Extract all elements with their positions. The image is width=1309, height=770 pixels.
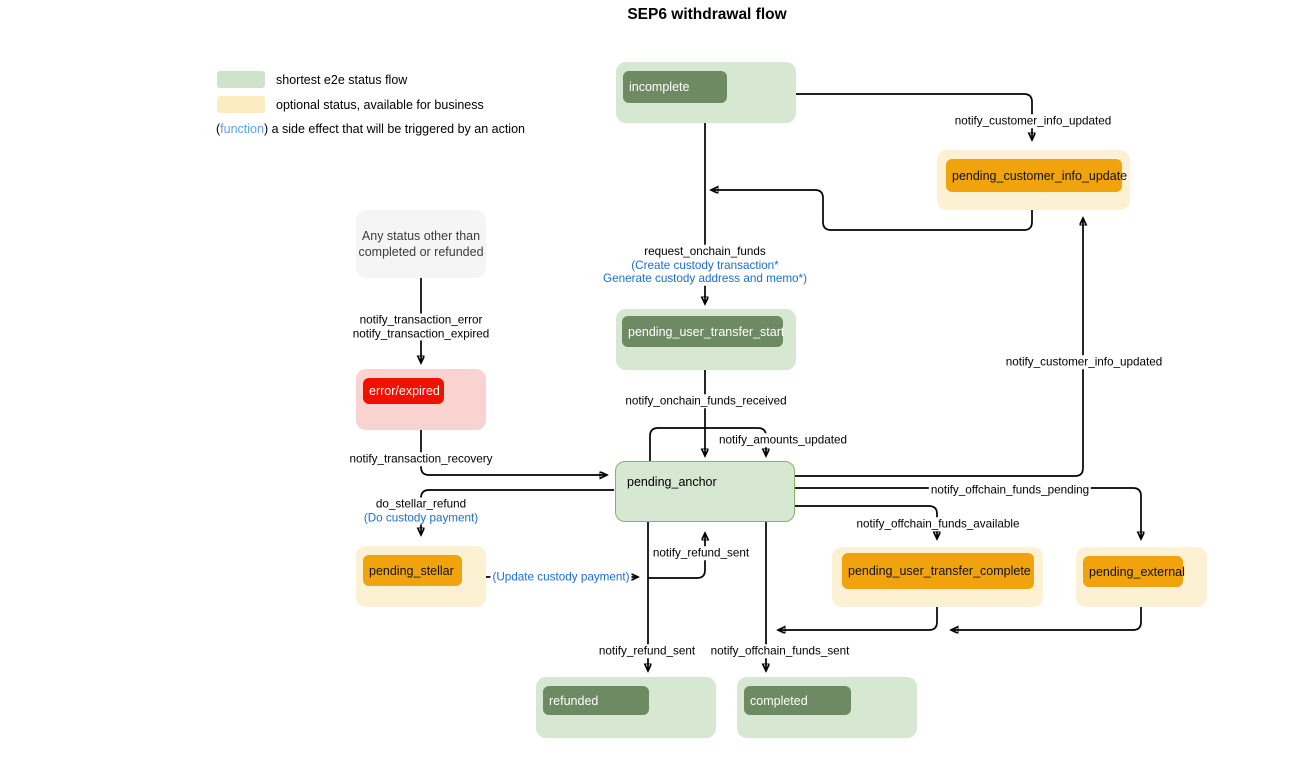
node-pending-stellar: pending_stellar <box>356 546 486 607</box>
label-update-custody-payment: (Update custody payment) <box>490 570 632 584</box>
note-any-status-line1: Any status other than <box>361 229 481 243</box>
label-do-stellar-refund: do_stellar_refund (Do custody payment) <box>361 497 481 525</box>
edge-incomplete-to-pending-customer-info-update <box>795 93 1032 139</box>
label-do-stellar-refund-fx: (Do custody payment) <box>363 511 479 524</box>
node-pending-external-label: pending_external <box>1083 556 1185 587</box>
label-notify-transaction-error-expired: notify_transaction_error notify_transact… <box>350 313 492 341</box>
node-incomplete-label: incomplete <box>623 71 727 103</box>
node-pending-customer-info-update: pending_customer_info_update <box>937 150 1130 210</box>
node-pending-user-transfer-complete: pending_user_transfer_complete <box>832 547 1043 607</box>
label-notify-amounts-updated: notify_amounts_updated <box>716 433 850 447</box>
node-error-expired-label: error/expired <box>363 378 444 404</box>
node-pending-user-transfer-start-label: pending_user_transfer_start <box>622 316 784 347</box>
label-notify-offchain-funds-sent: notify_offchain_funds_sent <box>708 644 852 658</box>
node-completed-label: completed <box>744 686 851 715</box>
legend-green-label: shortest e2e status flow <box>276 73 408 87</box>
note-any-status: Any status other than completed or refun… <box>356 210 486 278</box>
legend-function-label: a side effect that will be triggered by … <box>268 122 525 136</box>
note-any-status-line2: completed or refunded <box>358 245 484 259</box>
node-pending-stellar-label: pending_stellar <box>363 555 462 586</box>
label-notify-onchain-funds-received: notify_onchain_funds_received <box>623 394 789 408</box>
edge-pending-anchor-self-loop <box>649 427 766 461</box>
label-notify-transaction-recovery: notify_transaction_recovery <box>347 452 495 466</box>
edge-pending-external-merge <box>952 607 1142 630</box>
legend-function-open: ( <box>216 122 221 136</box>
node-pending-user-transfer-complete-label: pending_user_transfer_complete <box>842 553 1034 589</box>
edge-refund-return-to-pending-anchor <box>648 534 705 579</box>
label-notify-refund-sent-bottom: notify_refund_sent <box>596 644 698 658</box>
node-pending-external: pending_external <box>1076 547 1207 607</box>
label-request-onchain-funds-action: request_onchain_funds <box>644 244 766 258</box>
label-notify-transaction-expired: notify_transaction_expired <box>352 327 490 340</box>
node-pending-customer-info-update-label: pending_customer_info_update <box>946 159 1127 192</box>
label-request-onchain-funds-fx1: (Create custody transaction* <box>631 258 779 272</box>
label-notify-transaction-error: notify_transaction_error <box>359 313 483 327</box>
label-request-onchain-funds-fx2: Generate custody address and memo*) <box>603 271 807 285</box>
label-do-stellar-refund-action: do_stellar_refund <box>375 497 467 511</box>
label-notify-refund-sent-mid: notify_refund_sent <box>650 546 752 560</box>
legend-function-word: function <box>220 122 264 136</box>
edge-error-expired-to-pending-anchor <box>420 430 606 475</box>
edge-pending-user-transfer-complete-merge <box>779 607 938 630</box>
node-error-expired: error/expired <box>356 369 486 430</box>
edge-pending-customer-info-update-return <box>712 190 1033 231</box>
node-pending-user-transfer-start: pending_user_transfer_start <box>616 309 796 370</box>
label-request-onchain-funds: request_onchain_funds (Create custody tr… <box>601 244 809 286</box>
node-pending-anchor: pending_anchor <box>615 461 795 522</box>
legend-function-close: ) <box>263 122 269 136</box>
node-incomplete: incomplete <box>616 62 796 123</box>
node-refunded-label: refunded <box>543 686 649 715</box>
node-completed: completed <box>737 677 917 738</box>
edge-pending-anchor-to-pending-external <box>795 487 1141 538</box>
edge-pending-anchor-to-pending-user-transfer-complete <box>795 505 937 538</box>
label-notify-customer-info-updated-top: notify_customer_info_updated <box>952 114 1114 128</box>
diagram-title: SEP6 withdrawal flow <box>627 6 787 23</box>
legend-yellow-swatch <box>217 96 265 113</box>
edge-pending-anchor-to-pending-customer-info-update <box>795 219 1083 477</box>
node-pending-anchor-label: pending_anchor <box>627 474 717 489</box>
label-notify-offchain-funds-available: notify_offchain_funds_available <box>854 517 1022 531</box>
label-notify-customer-info-updated-right: notify_customer_info_updated <box>1003 355 1165 369</box>
label-notify-offchain-funds-pending: notify_offchain_funds_pending <box>928 483 1092 497</box>
legend-green-swatch <box>217 71 265 88</box>
node-refunded: refunded <box>536 677 716 738</box>
legend-function-note: (function) a side effect that will be tr… <box>216 122 525 136</box>
legend-yellow-label: optional status, available for business <box>276 98 484 112</box>
